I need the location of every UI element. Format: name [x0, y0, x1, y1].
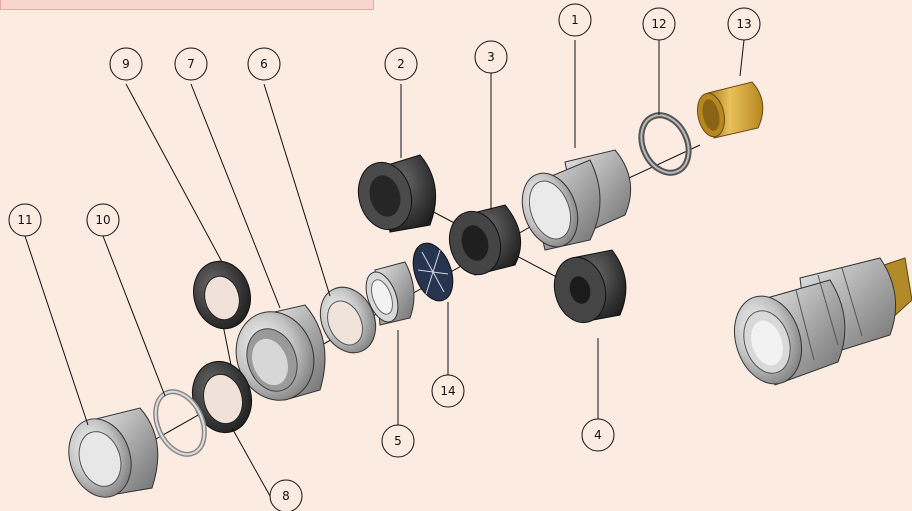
svg-text:11: 11: [17, 213, 32, 227]
callout-7: 7: [174, 47, 208, 81]
part-13-brass-sleeve: [696, 81, 764, 139]
part-1-entry-body: [521, 149, 632, 251]
callout-10: 10: [86, 203, 120, 237]
callout-11: 11: [8, 203, 42, 237]
header-banner: [0, 0, 374, 10]
svg-text:9: 9: [122, 57, 130, 71]
callout-1: 1: [558, 3, 592, 37]
callout-12: 12: [642, 7, 676, 41]
callout-5: 5: [381, 424, 415, 458]
part-9-rubber-ring: [193, 260, 251, 330]
svg-text:2: 2: [397, 57, 405, 71]
callout-6: 6: [247, 47, 281, 81]
leader-lines: [24, 39, 745, 497]
callout-3: 3: [474, 40, 508, 74]
part-14-disc: [412, 242, 454, 302]
svg-text:14: 14: [440, 384, 455, 398]
svg-text:6: 6: [260, 57, 268, 71]
svg-text:8: 8: [282, 489, 290, 503]
svg-text:13: 13: [736, 17, 751, 31]
callout-14: 14: [431, 374, 465, 408]
part-10-o-ring: [153, 389, 207, 457]
svg-text:10: 10: [95, 213, 110, 227]
callout-8: 8: [269, 479, 303, 511]
svg-text:5: 5: [394, 434, 402, 448]
svg-text:12: 12: [651, 17, 666, 31]
part-6-washer: [319, 286, 377, 354]
svg-text:7: 7: [187, 57, 195, 71]
svg-text:1: 1: [571, 13, 579, 27]
part-5-cone-ring: [365, 261, 415, 326]
svg-text:4: 4: [594, 428, 602, 442]
part-7-middle-nut: [235, 304, 326, 401]
part-12-o-ring: [638, 112, 692, 176]
callout-9: 9: [109, 47, 143, 81]
callout-13: 13: [727, 7, 761, 41]
callout-2: 2: [384, 47, 418, 81]
part-11-cap-nut: [68, 407, 159, 498]
part-8-rubber-ring: [191, 360, 253, 434]
part-3-seal: [448, 204, 522, 276]
svg-text:3: 3: [487, 50, 495, 64]
callout-4: 4: [581, 418, 615, 452]
part-2-seal: [357, 154, 437, 233]
part-4-seal: [553, 249, 627, 324]
assembled-gland: [734, 257, 912, 386]
